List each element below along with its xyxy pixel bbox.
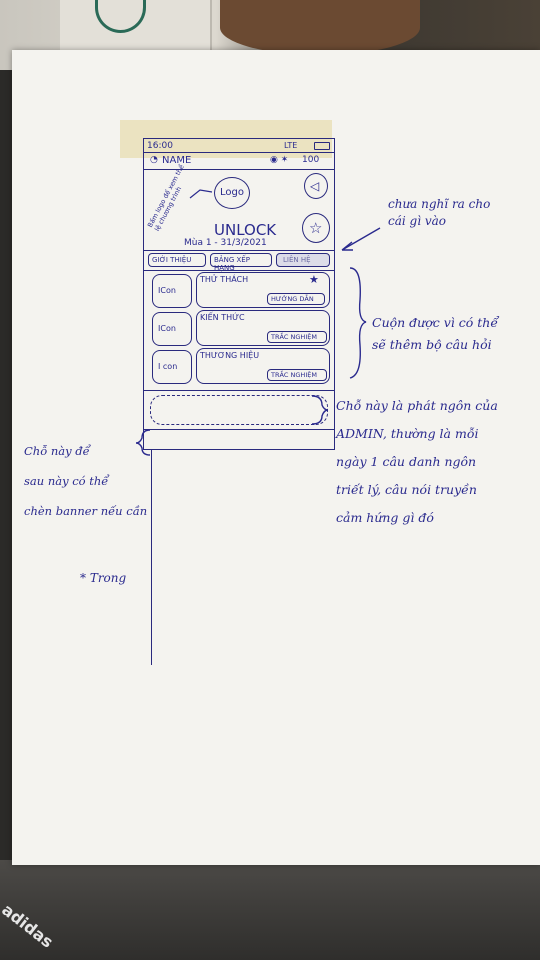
sound-icon[interactable]: ◁ bbox=[304, 173, 328, 199]
row-card: THỬ THÁCH ★ HƯỚNG DẪN bbox=[196, 272, 330, 308]
battery-icon bbox=[314, 142, 330, 150]
note-star: * Trong bbox=[80, 571, 127, 585]
row-badge[interactable]: HƯỚNG DẪN bbox=[267, 293, 325, 305]
margin-line bbox=[151, 450, 153, 665]
score-value: 100 bbox=[302, 155, 320, 165]
row-card: THƯƠNG HIỆU TRẮC NGHIỆM bbox=[196, 348, 330, 384]
status-network: LTE bbox=[284, 141, 298, 150]
divider bbox=[144, 169, 334, 171]
note-left: Chỗ này để sau này có thể chèn banner nế… bbox=[24, 444, 148, 518]
row-card: KIẾN THỨC TRẮC NGHIỆM bbox=[196, 310, 330, 346]
status-time: 16:00 bbox=[147, 141, 173, 151]
tab-intro[interactable]: GIỚI THIỆU bbox=[148, 253, 206, 267]
divider bbox=[144, 250, 334, 252]
note-lower-right: Chỗ này là phát ngôn của ADMIN, thường l… bbox=[336, 398, 498, 525]
note-middle-right: Cuộn được vì có thể sẽ thêm bộ câu hỏi bbox=[372, 315, 499, 352]
tab-leaderboard[interactable]: BẢNG XẾP HẠNG bbox=[210, 253, 272, 272]
phone-wireframe: 16:00 LTE ◔ NAME ◉ ✶ 100 Bấm logo để xem… bbox=[143, 138, 335, 450]
avatar-icon: ◔ bbox=[150, 155, 158, 165]
logo-circle[interactable]: Logo bbox=[214, 177, 250, 209]
star-icon[interactable]: ☆ bbox=[302, 213, 330, 243]
masking-tape bbox=[120, 120, 332, 158]
row-badge[interactable]: TRẮC NGHIỆM bbox=[267, 331, 327, 343]
star-icon: ★ bbox=[309, 273, 319, 286]
logo-label: Logo bbox=[220, 187, 244, 198]
note-top-right: chưa nghĩ ra cho cái gì vào bbox=[388, 197, 491, 228]
row-icon: ICon bbox=[152, 312, 192, 346]
background-bottom bbox=[0, 860, 540, 960]
divider bbox=[144, 390, 334, 392]
row-icon: I con bbox=[152, 350, 192, 384]
tab-contact[interactable]: LIÊN HỆ bbox=[276, 253, 330, 267]
divider bbox=[144, 429, 334, 431]
divider bbox=[144, 152, 334, 154]
row-badge[interactable]: TRẮC NGHIỆM bbox=[267, 369, 327, 381]
app-title: UNLOCK bbox=[214, 221, 277, 239]
season-label: Mùa 1 - 31/3/2021 bbox=[184, 238, 267, 248]
row-icon: ICon bbox=[152, 274, 192, 308]
name-label: NAME bbox=[162, 155, 192, 166]
paper-sheet bbox=[12, 50, 540, 865]
divider bbox=[144, 270, 334, 272]
coin-icon: ◉ ✶ bbox=[270, 155, 289, 165]
background-object bbox=[220, 0, 420, 55]
